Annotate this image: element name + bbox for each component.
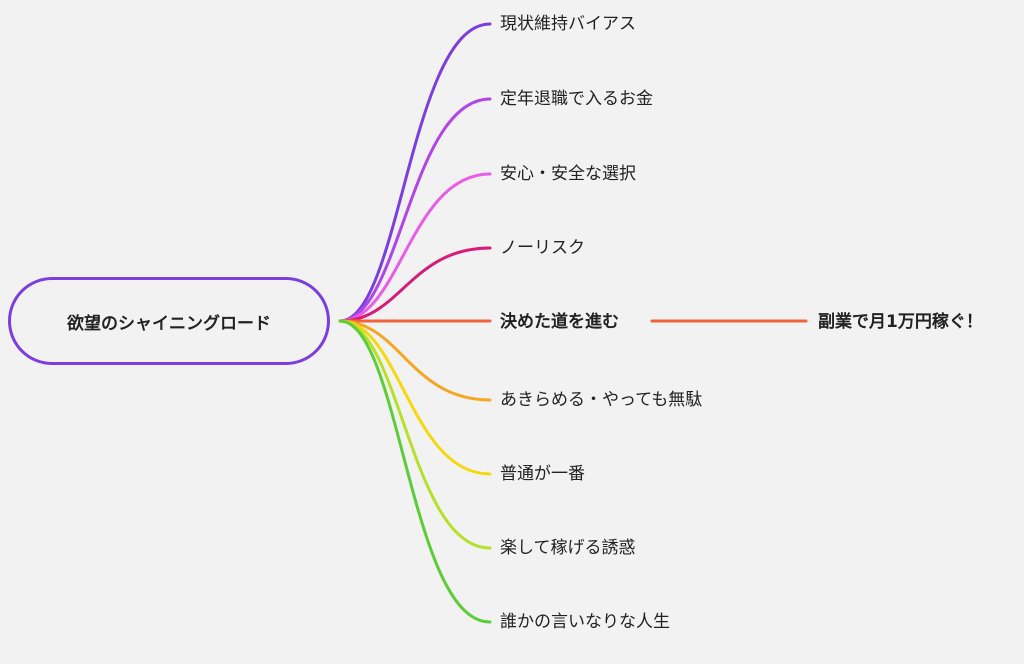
branch-line-safe-choice: [338, 172, 492, 323]
root-node[interactable]: 欲望のシャイニングロード: [8, 277, 330, 365]
branch-line-status-quo-bias: [338, 22, 492, 323]
branch-label-safe-choice[interactable]: 安心・安全な選択: [500, 164, 636, 184]
branch-label-no-risk[interactable]: ノーリスク: [500, 238, 585, 258]
branch-line-no-risk: [338, 246, 492, 323]
branch-label-retirement-money[interactable]: 定年退職で入るお金: [500, 89, 653, 109]
root-label: 欲望のシャイニングロード: [67, 313, 271, 334]
branch-line-normal-is-best: [338, 319, 492, 476]
sub-label-side-job-goal[interactable]: 副業で月1万円稼ぐ！: [818, 312, 983, 332]
branch-label-status-quo-bias[interactable]: 現状維持バイアス: [500, 14, 636, 34]
branch-line-easy-money-temptation: [338, 319, 492, 550]
branch-line-led-by-others: [338, 319, 492, 624]
branch-label-led-by-others[interactable]: 誰かの言いなりな人生: [500, 612, 670, 632]
branch-label-give-up[interactable]: あきらめる・やっても無駄: [500, 390, 703, 410]
branch-label-chosen-path[interactable]: 決めた道を進む: [500, 312, 619, 332]
branch-label-normal-is-best[interactable]: 普通が一番: [500, 464, 585, 484]
branch-label-easy-money-temptation[interactable]: 楽して稼げる誘惑: [500, 538, 636, 558]
branch-line-retirement-money: [338, 97, 492, 323]
branch-line-give-up: [338, 319, 492, 402]
